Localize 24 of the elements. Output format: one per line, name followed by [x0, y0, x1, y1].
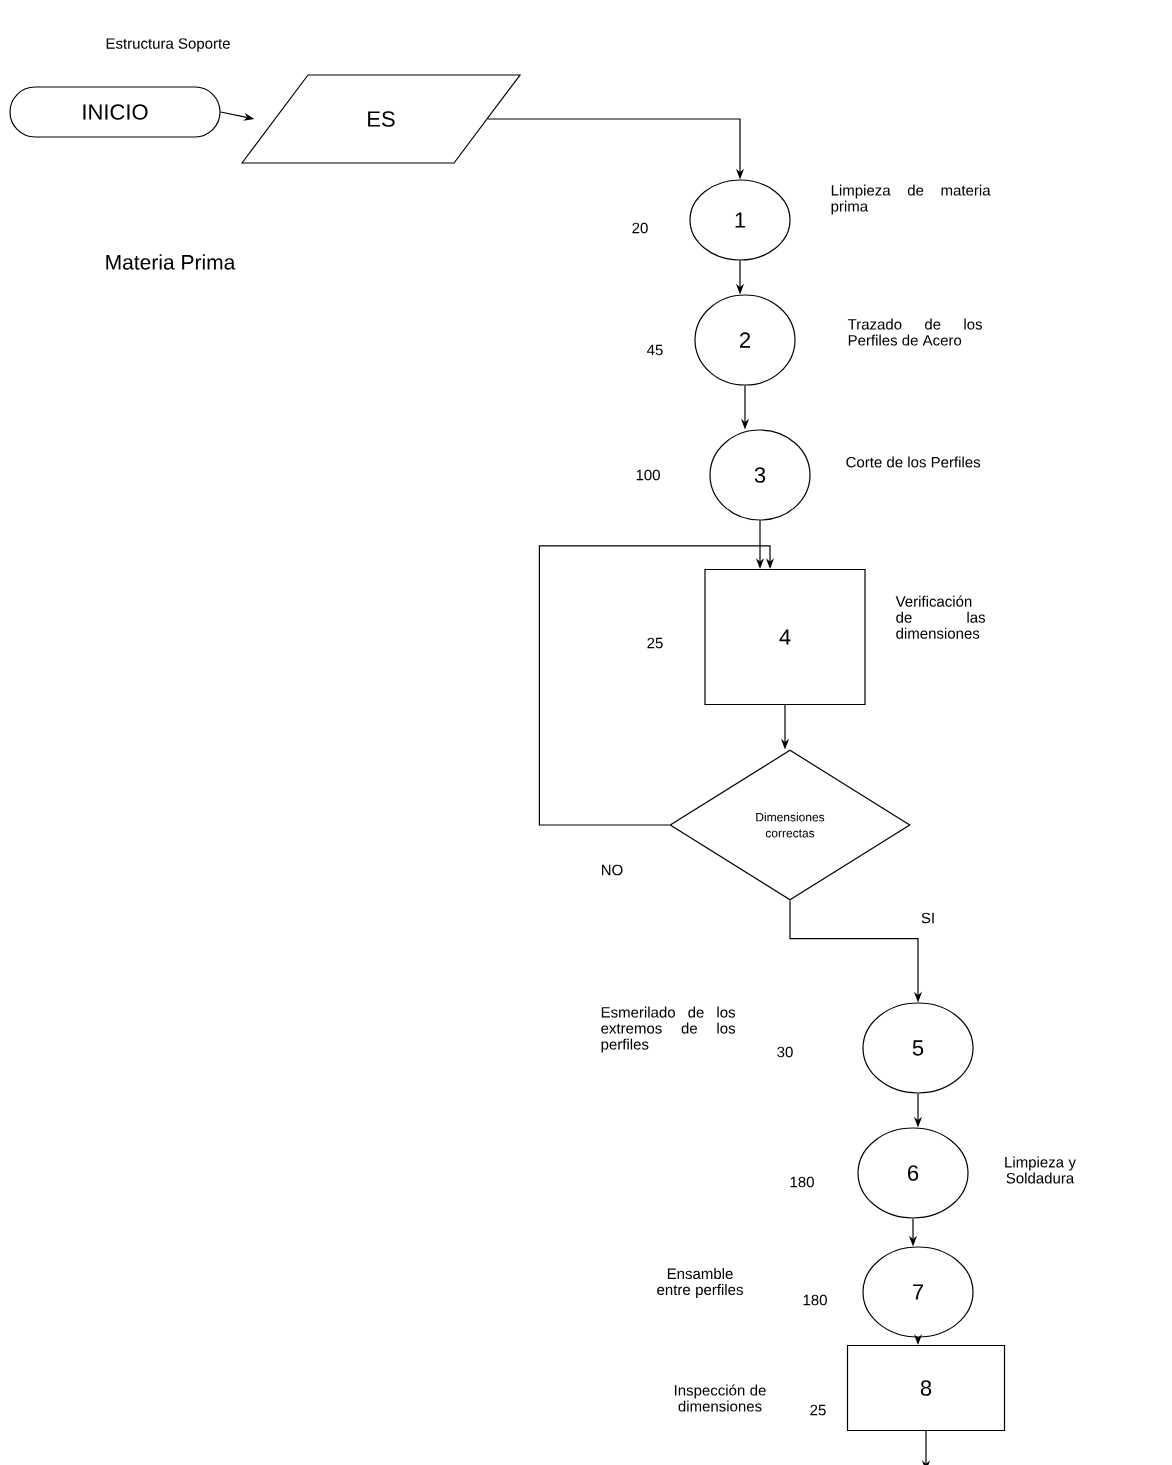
step-description: Corte de los Perfiles — [846, 456, 981, 468]
duration-label: 30 — [777, 1046, 793, 1058]
inspection-box: 8 — [846, 1344, 1006, 1432]
edge-label: SI — [919, 911, 937, 925]
arrow — [538, 545, 775, 826]
step-description: Trazado de los Perfiles de Acero — [847, 318, 983, 346]
step-description: Esmerilado de los extremos de los perfiles — [601, 1006, 736, 1053]
duration-label: 25 — [647, 637, 663, 649]
step-description: Inspección de dimensiones — [674, 1384, 766, 1412]
duration-label: 25 — [810, 1404, 826, 1416]
duration-label: 180 — [790, 1176, 814, 1188]
step-description: Limpieza de materia prima — [831, 184, 991, 215]
step-description: Verificación de las dimensiones — [895, 595, 986, 639]
duration-label: 100 — [636, 469, 660, 481]
duration-label: 45 — [647, 344, 663, 356]
duration-label: 20 — [632, 222, 648, 234]
inspection-box: 4 — [704, 568, 866, 706]
start-terminal: INICIO — [9, 86, 221, 138]
step-description: Ensamble entre perfiles — [657, 1268, 743, 1298]
heading-text: Estructura Soporte — [106, 38, 230, 52]
duration-label: 180 — [803, 1294, 827, 1306]
step-description: Limpieza y Soldadura — [1005, 1156, 1076, 1184]
edge-label: NO — [599, 863, 625, 877]
section-label: Materia Prima — [106, 254, 236, 270]
